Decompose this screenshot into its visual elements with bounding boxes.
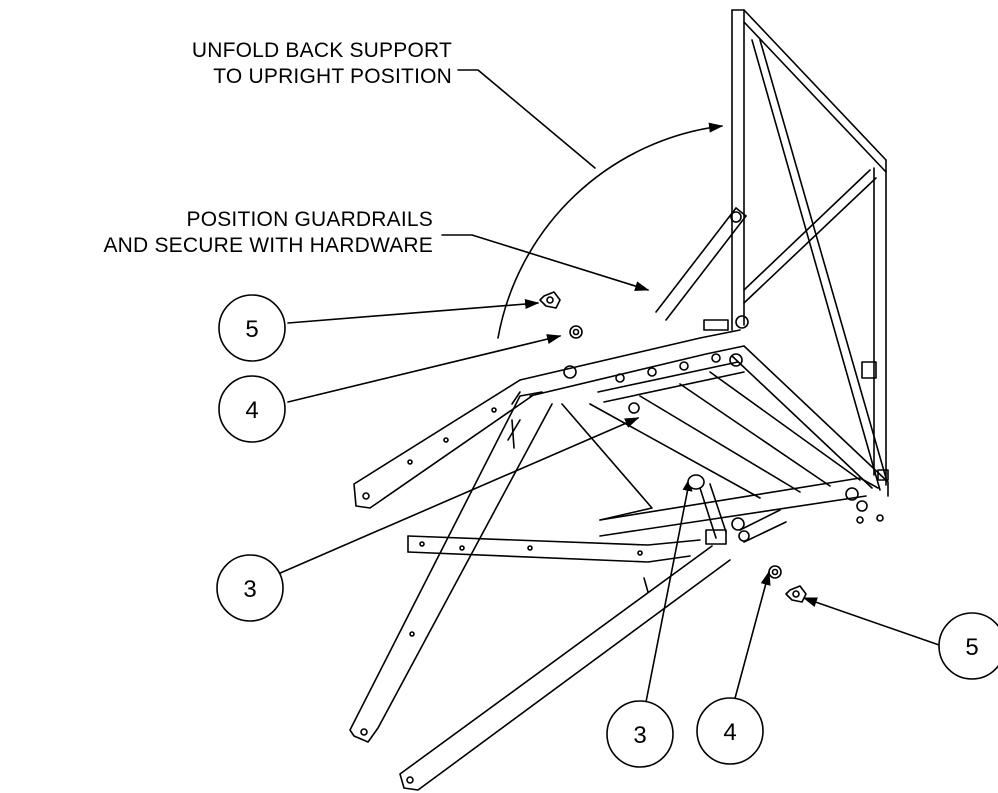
- hardware: [539, 291, 807, 603]
- callout-5-left: 5: [218, 294, 286, 362]
- callout-5-right: 5: [938, 612, 998, 680]
- note-line-2: TO UPRIGHT POSITION: [213, 65, 452, 88]
- svg-text:4: 4: [723, 719, 736, 746]
- unfold-leader: [457, 69, 724, 339]
- back-support-frame: [731, 9, 889, 491]
- leader-3-bottom: [645, 476, 693, 703]
- leader-5-left: [287, 299, 540, 324]
- leader-4-bottom: [733, 570, 771, 703]
- leader-4-left: [287, 334, 562, 403]
- front-legs: [399, 509, 787, 791]
- note-line-1: POSITION GUARDRAILS: [186, 208, 433, 231]
- callout-4-left: 4: [218, 375, 286, 443]
- svg-text:3: 3: [243, 576, 256, 603]
- cross-brace: [407, 535, 701, 593]
- guardrail-leader: [441, 234, 650, 291]
- platform-frame: [519, 315, 889, 545]
- callout-circles: 5 4 3 3 4 5: [216, 294, 998, 768]
- callout-3-left: 3: [216, 554, 284, 622]
- leader-3-left: [277, 417, 640, 575]
- svg-text:4: 4: [245, 397, 258, 424]
- unfold-back-support-note: UNFOLD BACK SUPPORT TO UPRIGHT POSITION: [192, 38, 452, 90]
- rear-legs: [349, 391, 553, 743]
- note-line-1: UNFOLD BACK SUPPORT: [191, 39, 452, 62]
- leader-5-right: [802, 597, 943, 647]
- callout-4-bottom: 4: [696, 697, 764, 765]
- left-side-rail: [353, 379, 533, 509]
- left-guardrail: [655, 207, 747, 321]
- position-guardrails-note: POSITION GUARDRAILS AND SECURE WITH HARD…: [103, 207, 433, 259]
- note-line-2: AND SECURE WITH HARDWARE: [103, 234, 433, 257]
- svg-text:3: 3: [633, 722, 646, 749]
- callout-3-bottom: 3: [606, 700, 674, 768]
- svg-text:5: 5: [245, 316, 258, 343]
- svg-text:5: 5: [965, 634, 978, 661]
